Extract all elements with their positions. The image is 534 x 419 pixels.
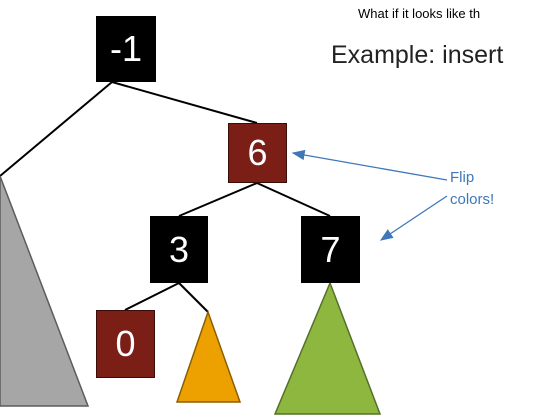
green-subtree-triangle — [273, 280, 382, 415]
edge-root-node6 — [111, 81, 258, 124]
slide-title: Example: insert — [331, 41, 504, 69]
slide-header-text: What if it looks like th — [358, 6, 481, 21]
flip-colors-note: Flip colors! — [450, 167, 494, 211]
flip-arrow-to-node6 — [291, 149, 448, 181]
tree-node-6: 6 — [228, 123, 287, 183]
orange-subtree-triangle — [175, 309, 242, 403]
edge-node6-node7 — [256, 182, 331, 217]
flip-colors-line1: Flip — [450, 169, 475, 186]
flip-colors-line2: colors! — [450, 191, 495, 208]
flip-arrow-to-node7 — [379, 195, 448, 241]
edge-node3-node0 — [124, 282, 180, 311]
tree-node-root: -1 — [96, 16, 156, 82]
edge-root-left-subtree — [0, 81, 113, 177]
tree-node-7: 7 — [301, 216, 360, 283]
tree-node-3: 3 — [150, 216, 208, 283]
edge-node6-node3 — [178, 182, 258, 217]
gray-subtree-triangle — [0, 175, 90, 407]
edge-node3-orange-subtree — [178, 282, 209, 313]
tree-node-0: 0 — [96, 310, 155, 378]
